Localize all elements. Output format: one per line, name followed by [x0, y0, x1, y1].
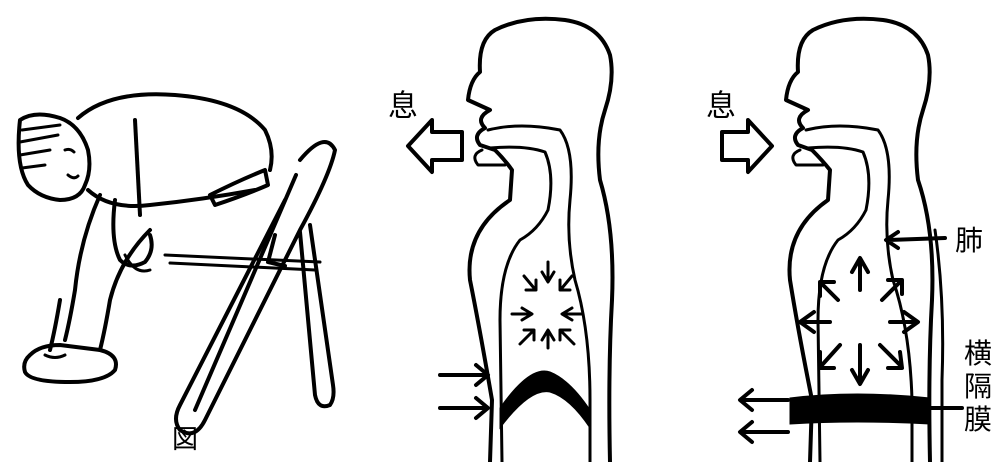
exhale-diaphragm	[500, 371, 590, 428]
contracting-arrows	[512, 262, 582, 348]
seated-person-illustration	[19, 94, 335, 433]
lung-label: 肺	[955, 224, 983, 257]
person-body	[78, 94, 272, 215]
exhale-airway-inner	[490, 147, 551, 462]
person-head	[19, 114, 90, 200]
diaphragm-label-char-2: 隔	[964, 370, 992, 403]
inhale-cross-section: 息 肺 横 隔 膜	[706, 19, 992, 462]
diaphragm-label-char-1: 横	[964, 337, 992, 370]
belly-push-arrows	[440, 365, 488, 418]
inhale-diaphragm	[790, 394, 930, 424]
exhale-breath-label: 息	[388, 89, 418, 124]
person-legs	[24, 230, 150, 382]
diaphragm-label-char-3: 膜	[964, 403, 992, 436]
exhale-arrow	[408, 120, 462, 172]
exhale-cross-section: 息	[388, 19, 613, 462]
belly-expand-arrows	[740, 390, 788, 442]
inhale-body-outline-right	[935, 230, 943, 462]
inhale-arrow	[722, 120, 772, 172]
inhale-breath-label: 息	[706, 89, 736, 124]
folding-chair	[165, 142, 335, 433]
figure-label: 図	[172, 425, 198, 455]
